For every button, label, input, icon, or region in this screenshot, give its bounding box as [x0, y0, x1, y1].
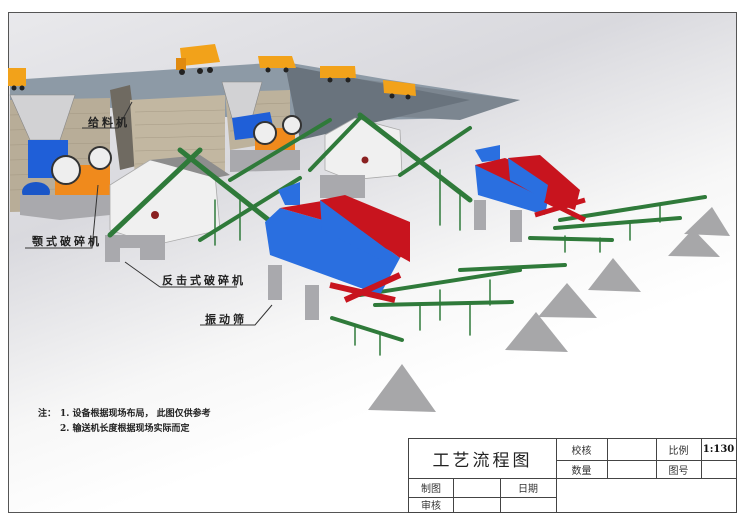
feed-hoppers [9, 81, 263, 141]
jaw-crusher-2 [230, 112, 302, 172]
truck-icon [8, 68, 26, 91]
stockpile-icon [668, 229, 720, 257]
notes-prefix: 注： [38, 409, 57, 419]
stockpile-icon [684, 207, 730, 236]
drawn-label: 制图 [421, 484, 441, 495]
reviewed-label: 审核 [421, 501, 441, 512]
label-jaw-crusher: 颚式破碎机 [32, 235, 102, 248]
drawing-no-label: 图号 [668, 465, 689, 477]
drawing-title: 工艺流程图 [432, 451, 533, 471]
checked-label: 校核 [571, 446, 592, 457]
label-impact-crusher: 反击式破碎机 [162, 274, 246, 287]
vibrating-screen-2 [474, 145, 587, 242]
belt-conveyors [107, 112, 707, 356]
quantity-value [607, 460, 656, 478]
leader-line-vibrating-screen [200, 304, 273, 326]
checked-value [607, 439, 656, 460]
leader-line-jaw-crusher [25, 184, 99, 249]
date-label: 日期 [518, 484, 538, 495]
label-feeder: 给料机 [88, 116, 130, 129]
date-value [500, 497, 556, 512]
drawing-notes: 注： 1. 设备根据现场布局， 此图仅供参考 2. 输送机长度根据现场实际而定 [38, 407, 211, 437]
truck-icon [320, 66, 356, 83]
leader-line-feeder [82, 101, 133, 129]
stockpile-icon [368, 364, 436, 412]
stockpiles [368, 207, 730, 412]
leader-line-impact-crusher-pointer [124, 261, 161, 288]
title-block: 工艺流程图 校核 比例 1:130 数量 图号 制图 日期 审核 [408, 438, 737, 513]
stockpile-icon [505, 312, 568, 352]
stockpile-icon [588, 258, 641, 292]
truck-icon [176, 44, 220, 75]
vibrating-screen-1 [265, 182, 410, 320]
truck-icon [258, 56, 296, 73]
impact-crusher-1 [105, 155, 230, 262]
drawing-no-value [701, 460, 736, 478]
note-item: 1. 设备根据现场布局， 此图仅供参考 [60, 409, 211, 419]
stockpile-icon [538, 283, 597, 318]
dump-trucks [8, 44, 416, 100]
scale-label: 比例 [668, 446, 689, 457]
jaw-crusher-1 [20, 140, 112, 220]
truck-icon [383, 80, 416, 100]
drawn-value [453, 478, 500, 497]
quantity-label: 数量 [571, 465, 592, 477]
scale-value: 1:130 [702, 444, 735, 455]
label-vibrating-screen: 振动筛 [205, 313, 247, 326]
note-item: 2. 输送机长度根据现场实际而定 [60, 424, 190, 434]
reviewed-value [453, 497, 500, 512]
